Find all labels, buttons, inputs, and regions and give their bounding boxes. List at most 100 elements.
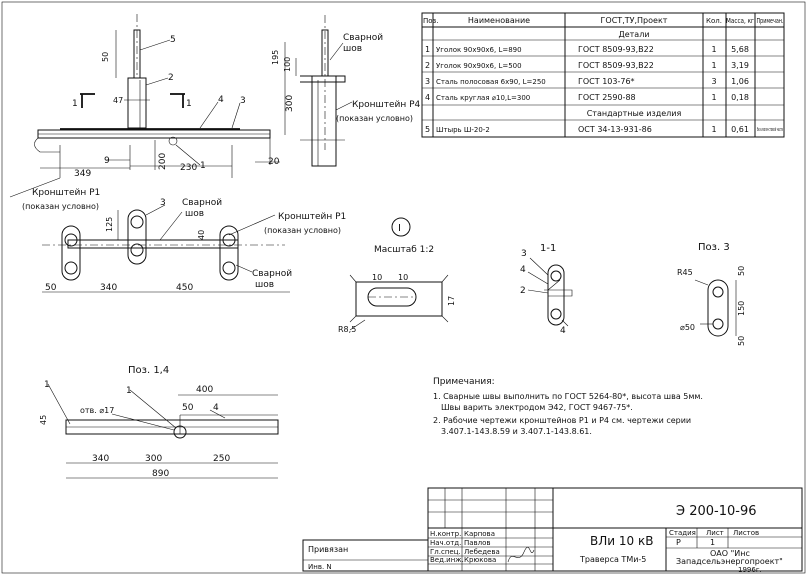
role-2: Нач.отд. bbox=[430, 539, 461, 547]
spec-row-5-name: Штырь Ш-20-2 bbox=[436, 126, 490, 134]
label-d50: ⌀50 bbox=[680, 323, 695, 332]
title-block: Э 200-10-96 ВЛи 10 кВ Траверса ТМи-5 Ста… bbox=[302, 487, 803, 574]
dim-10-a: 10 bbox=[372, 273, 382, 282]
note-line-4: 3.407.1-143.8.59 и 3.407.1-143.8.61. bbox=[441, 427, 592, 436]
plan-plate-center bbox=[127, 209, 147, 265]
detail-i: I Масштаб 1:2 10 10 17 R8,5 bbox=[338, 217, 456, 334]
dim-300: 300 bbox=[285, 95, 295, 112]
dim-230: 230 bbox=[180, 163, 197, 173]
dim-125: 125 bbox=[105, 217, 114, 232]
dim-450-plan: 450 bbox=[176, 283, 193, 293]
section-mark-left: 1 bbox=[72, 99, 78, 109]
dim-17: 17 bbox=[447, 296, 456, 306]
name-1: Карпова bbox=[464, 530, 495, 538]
spec-row-5-pos: 5 bbox=[425, 125, 430, 134]
plan-view: 125 40 3 Сварной шов Кронштейн Р1 (показ… bbox=[42, 198, 346, 293]
angle-post bbox=[127, 77, 147, 129]
spec-row-3-name: Сталь полосовая 6х90, L=250 bbox=[436, 78, 546, 86]
callout-1-poz14: 1 bbox=[44, 380, 50, 390]
label-bracket-p4: Кронштейн Р4 bbox=[352, 100, 421, 110]
sheets-label: Листов bbox=[733, 529, 759, 537]
spec-row-2-gost: ГОСТ 8509-93,В22 bbox=[578, 61, 654, 70]
callout-4: 4 bbox=[218, 95, 224, 105]
company-line-1: ОАО "Инс bbox=[710, 549, 750, 558]
callout-4-poz14: 4 bbox=[213, 403, 219, 413]
dim-400: 400 bbox=[196, 385, 213, 395]
label-weld-plan-2: Сварной bbox=[252, 269, 292, 279]
dim-50-poz3-bot: 50 bbox=[737, 336, 746, 346]
label-seam-side: шов bbox=[343, 44, 362, 54]
company-line-2: Западсельэнергопроект" bbox=[676, 557, 783, 566]
label-poz14: Поз. 1,4 bbox=[128, 365, 169, 376]
spec-row-2-pos: 2 bbox=[425, 61, 430, 70]
dim-195: 195 bbox=[271, 50, 280, 65]
spec-row-3-pos: 3 bbox=[425, 77, 430, 86]
note-line-3: 2. Рабочие чертежи кронштейнов Р1 и Р4 с… bbox=[433, 416, 691, 425]
dim-10-b: 10 bbox=[398, 273, 408, 282]
spec-row-5-mass: 0,61 bbox=[731, 125, 749, 134]
dim-47: 47 bbox=[113, 96, 123, 105]
role-4: Вед.инж. bbox=[430, 556, 464, 564]
spec-row-2-mass: 3,19 bbox=[731, 61, 749, 70]
project-name: ВЛи 10 кВ bbox=[590, 534, 653, 548]
label-seam-plan: шов bbox=[185, 209, 204, 219]
dim-50-poz14: 50 bbox=[182, 403, 194, 413]
side-view: 195 100 300 Сварной шов Кронштейн Р4 (по… bbox=[271, 15, 421, 167]
spec-header-mass: Масса, кг bbox=[726, 17, 754, 25]
callout-4-section-b: 4 bbox=[560, 326, 566, 336]
dim-890: 890 bbox=[152, 469, 169, 479]
dim-340-poz14: 340 bbox=[92, 454, 109, 464]
spec-row-2-qty: 1 bbox=[711, 61, 716, 70]
note-line-2: Швы варить электродом Э42, ГОСТ 9467-75*… bbox=[441, 403, 633, 412]
poz-3: Поз. 3 R45 ⌀50 50 150 50 bbox=[677, 242, 746, 346]
inv-label: Инв. N bbox=[308, 563, 332, 571]
label-bracket-p1-front: Кронштейн Р1 bbox=[32, 188, 100, 198]
dim-20: 20 bbox=[268, 157, 280, 167]
callout-3-plan: 3 bbox=[160, 198, 166, 208]
dim-45: 45 bbox=[39, 415, 48, 425]
spec-row-1-gost: ГОСТ 8509-93,В22 bbox=[578, 45, 654, 54]
callout-3-section: 3 bbox=[521, 249, 527, 259]
label-poz3: Поз. 3 bbox=[698, 242, 730, 253]
sheet-value: 1 bbox=[710, 538, 715, 547]
label-weld-side: Сварной bbox=[343, 33, 383, 43]
label-shown-plan: (показан условно) bbox=[264, 226, 341, 235]
label-r85: R8,5 bbox=[338, 325, 356, 334]
notes-title: Примечания: bbox=[433, 377, 495, 387]
spec-header-qty: Кол. bbox=[706, 17, 722, 25]
label-seam-plan-2: шов bbox=[255, 280, 274, 290]
dim-150: 150 bbox=[737, 301, 746, 316]
spec-row-2-name: Уголок 90х90х6, L=500 bbox=[436, 62, 522, 70]
spec-section-standard: Стандартные изделия bbox=[587, 109, 682, 118]
spec-header-gost: ГОСТ,ТУ,Проект bbox=[601, 16, 668, 25]
spec-row-1-qty: 1 bbox=[711, 45, 716, 54]
spec-row-4-qty: 1 bbox=[711, 93, 716, 102]
callout-4-section: 4 bbox=[520, 265, 526, 275]
spec-section-details: Детали bbox=[618, 30, 649, 39]
callout-2-section: 2 bbox=[520, 286, 526, 296]
year: 1996г. bbox=[738, 566, 762, 574]
spec-header-pos: Поз. bbox=[423, 17, 439, 25]
plan-plate-left bbox=[61, 225, 81, 281]
spec-row-4-gost: ГОСТ 2590-88 bbox=[578, 93, 636, 102]
linked-label: Привязан bbox=[308, 545, 348, 554]
name-4: Крюкова bbox=[464, 556, 496, 564]
callout-2: 2 bbox=[168, 73, 174, 83]
role-3: Гл.спец. bbox=[430, 548, 461, 556]
plan-plate-right bbox=[219, 225, 239, 281]
dim-50-poz3-top: 50 bbox=[737, 266, 746, 276]
section-mark-right: 1 bbox=[186, 99, 192, 109]
section-1-1: 1-1 3 4 2 4 bbox=[520, 243, 573, 336]
dim-100: 100 bbox=[283, 57, 292, 72]
spec-row-5-qty: 1 bbox=[711, 125, 716, 134]
label-shown-front: (показан условно) bbox=[22, 202, 99, 211]
spec-header-name: Наименование bbox=[468, 16, 530, 25]
dim-349: 349 bbox=[74, 169, 91, 179]
signature-mark bbox=[507, 546, 535, 563]
detail-i-mark: I bbox=[398, 223, 401, 234]
dim-50-plan: 50 bbox=[45, 283, 57, 293]
sheet-label: Лист bbox=[706, 529, 724, 537]
